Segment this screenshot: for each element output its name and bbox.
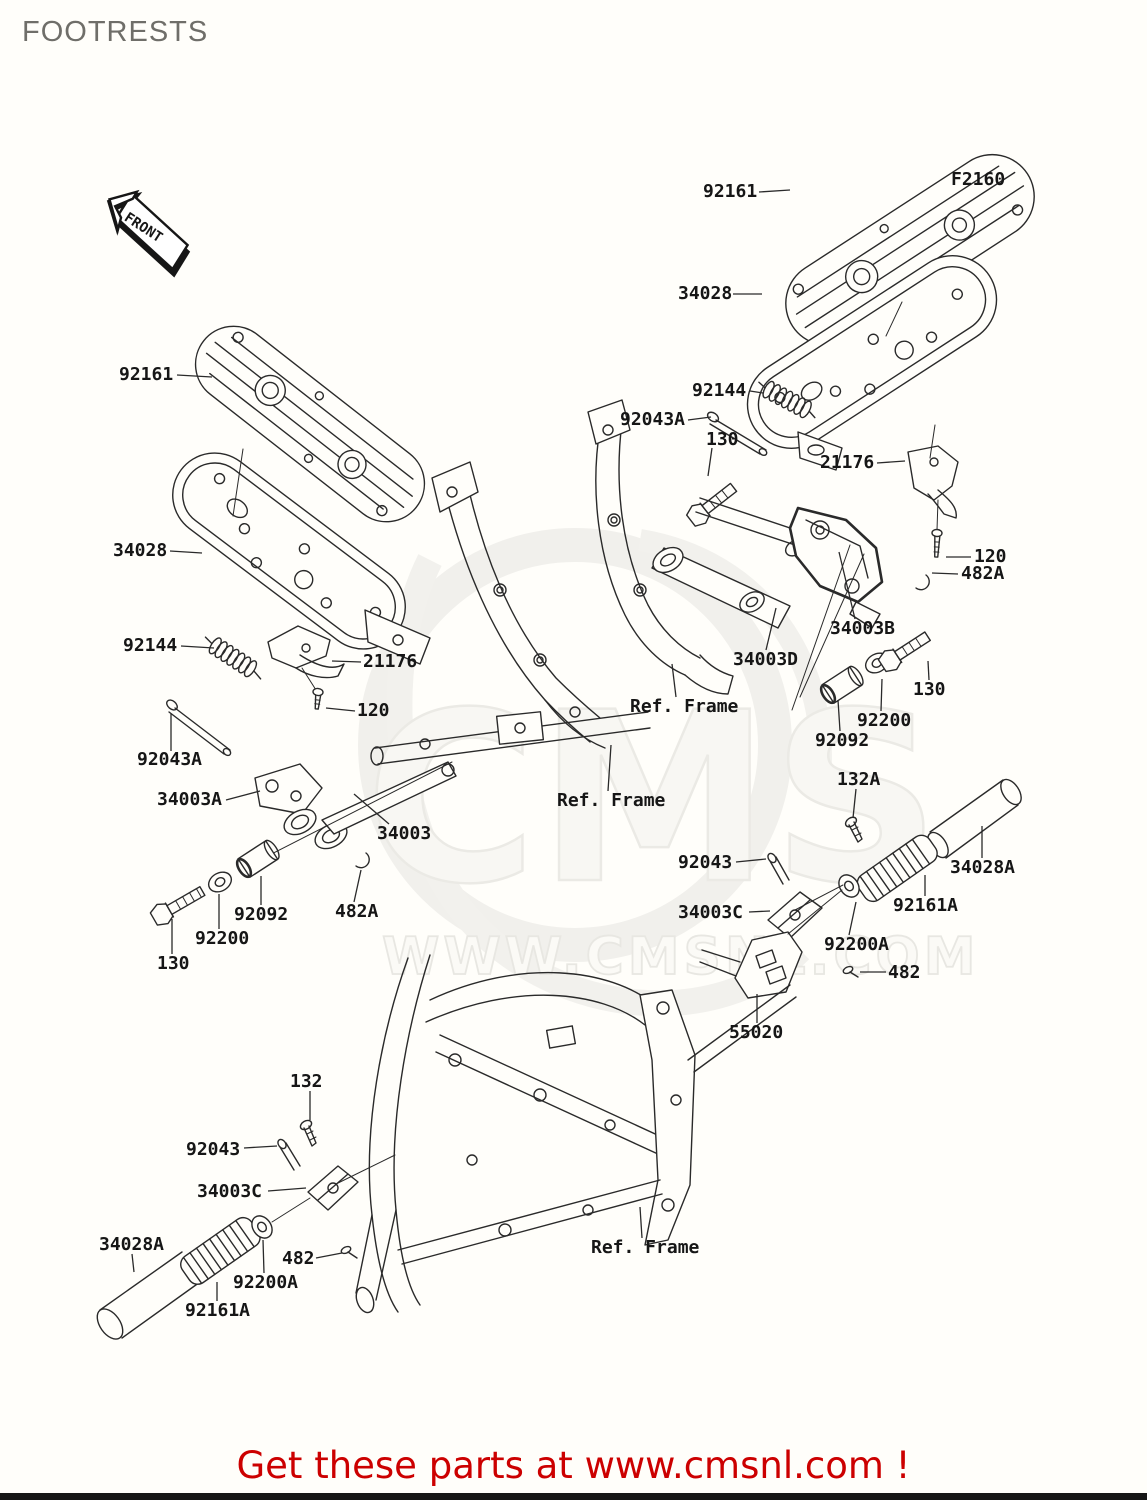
bottom-edge-bar (0, 1493, 1147, 1500)
rear-right-footpeg (699, 778, 1022, 999)
right-footboard-pin (706, 411, 768, 457)
right-bushing (819, 665, 864, 705)
part-label-34003d[interactable]: 34003D (733, 649, 799, 670)
part-label-92200a[interactable]: 92200A (233, 1272, 299, 1293)
part-label-21176[interactable]: 21176 (820, 452, 875, 473)
ref-frame-bottom (355, 954, 797, 1314)
part-label-132[interactable]: 132 (290, 1071, 323, 1092)
leader-lines (131, 189, 983, 1301)
right-bolt-upper (685, 482, 738, 527)
right-footboard-rubber (785, 153, 1035, 347)
left-footboard-pin (166, 699, 232, 757)
page-title: FOOTRESTS (22, 16, 209, 48)
part-label-34003b[interactable]: 34003B (830, 618, 896, 639)
part-label-92144[interactable]: 92144 (692, 380, 747, 401)
left-footboard-arm-assembly (247, 761, 457, 867)
part-label-34028a[interactable]: 34028A (99, 1234, 165, 1255)
part-label-34003c[interactable]: 34003C (197, 1181, 263, 1202)
left-bolt (149, 885, 206, 926)
part-label-92200[interactable]: 92200 (857, 710, 912, 731)
part-label-130[interactable]: 130 (913, 679, 946, 700)
part-label-92161[interactable]: 92161 (119, 364, 174, 385)
part-label-92200[interactable]: 92200 (195, 928, 250, 949)
part-label-120[interactable]: 120 (974, 546, 1007, 567)
ref-frame-left (370, 461, 651, 766)
left-washer (207, 871, 233, 893)
right-pivot-screw (931, 528, 943, 558)
part-label-92161[interactable]: 92161 (703, 181, 758, 202)
part-label-92043a[interactable]: 92043A (620, 409, 686, 430)
part-label-92144[interactable]: 92144 (123, 635, 178, 656)
part-label-34003[interactable]: 34003 (377, 823, 432, 844)
part-label-482a[interactable]: 482A (961, 563, 1005, 584)
cms-watermark: CMS WWW.CMSNL.COM (358, 528, 979, 1017)
cms-url-watermark: WWW.CMSNL.COM (382, 927, 979, 987)
rear-left-footpeg (96, 1119, 396, 1340)
left-circlip (355, 852, 370, 869)
left-footboard-holder (267, 625, 345, 691)
right-footboard-holder (907, 424, 959, 531)
left-spring (204, 636, 262, 680)
part-label-130[interactable]: 130 (157, 953, 190, 974)
part-label-34003a[interactable]: 34003A (157, 789, 223, 810)
ref-frame-label: Ref. Frame (591, 1237, 700, 1258)
right-circlip (915, 574, 930, 591)
part-label-92043[interactable]: 92043 (186, 1139, 241, 1160)
part-label-92200a[interactable]: 92200A (824, 934, 890, 955)
part-label-482[interactable]: 482 (888, 962, 921, 983)
ref-frame-label: Ref. Frame (557, 790, 666, 811)
part-label-482a[interactable]: 482A (335, 901, 379, 922)
right-bolt-lower (877, 631, 931, 673)
part-label-92043a[interactable]: 92043A (137, 749, 203, 770)
right-spring (758, 380, 816, 419)
left-footboard-rubber (194, 325, 426, 523)
part-label-34003c[interactable]: 34003C (678, 902, 744, 923)
part-label-92043[interactable]: 92043 (678, 852, 733, 873)
ref-frame-right (587, 399, 734, 695)
part-label-34028[interactable]: 34028 (678, 283, 733, 304)
footer-banner-link[interactable]: Get these parts at www.cmsnl.com ! (236, 1444, 911, 1487)
part-label-482[interactable]: 482 (282, 1248, 315, 1269)
part-label-130[interactable]: 130 (706, 429, 739, 450)
ref-frame-label: Ref. Frame (630, 696, 739, 717)
right-linkage-assembly (651, 497, 884, 711)
part-label-132a[interactable]: 132A (837, 769, 881, 790)
part-label-92161a[interactable]: 92161A (893, 895, 959, 916)
part-label-55020[interactable]: 55020 (729, 1022, 784, 1043)
part-label-92161a[interactable]: 92161A (185, 1300, 251, 1321)
left-pivot-screw (312, 687, 324, 710)
part-label-34028a[interactable]: 34028A (950, 857, 1016, 878)
diagram-code: F2160 (951, 169, 1006, 190)
part-label-120[interactable]: 120 (357, 700, 390, 721)
left-bushing (235, 839, 280, 879)
part-label-92092[interactable]: 92092 (234, 904, 289, 925)
part-label-21176[interactable]: 21176 (363, 651, 418, 672)
part-label-34028[interactable]: 34028 (113, 540, 168, 561)
part-label-92092[interactable]: 92092 (815, 730, 870, 751)
